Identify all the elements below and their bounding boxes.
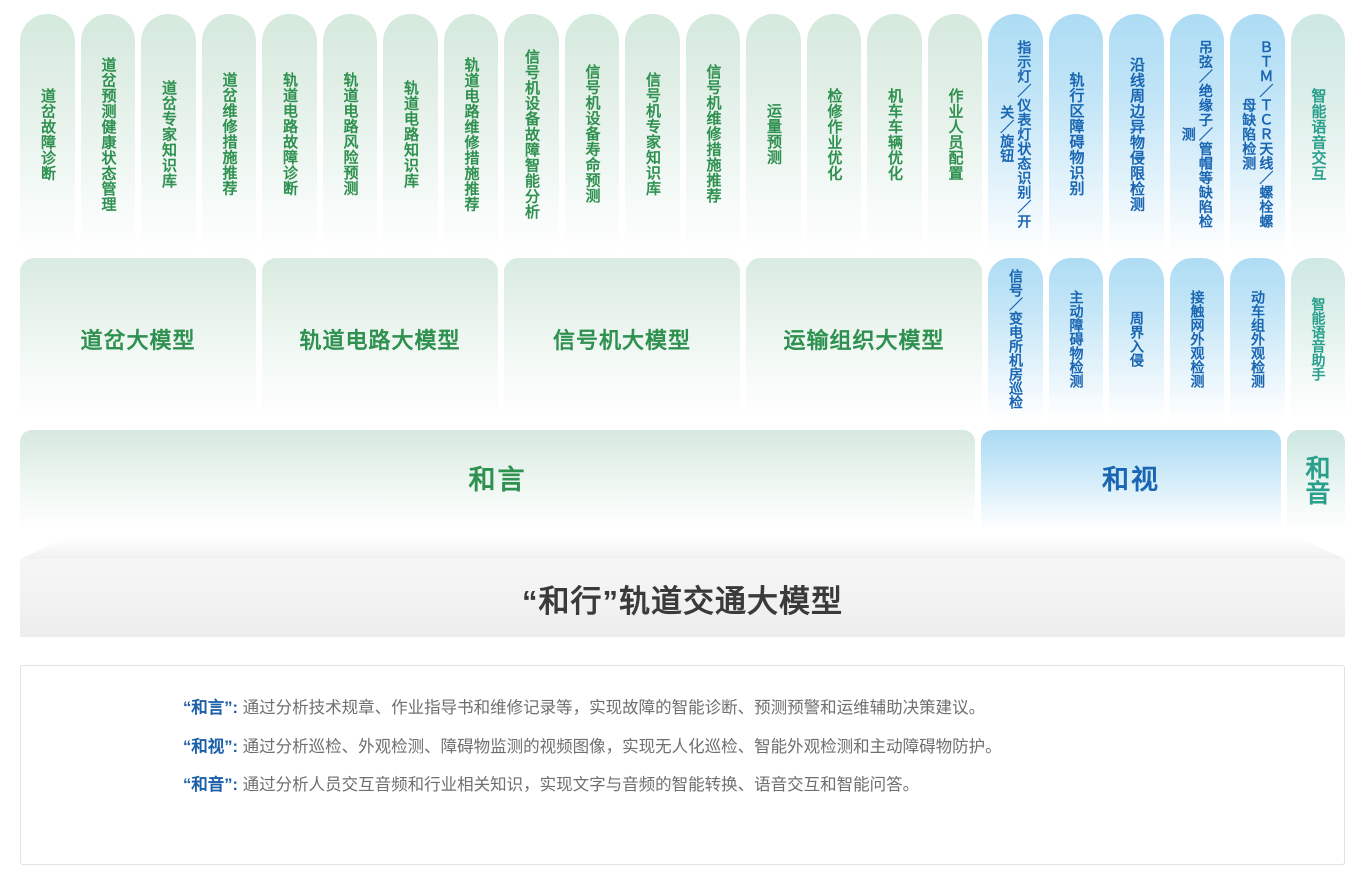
capability-pill-label: 道岔故障诊断 (39, 87, 56, 181)
model-block-row: 道岔大模型 轨道电路大模型 信号机大模型 运输组织大模型 信号／变电所机房巡检 主动障碍物… (20, 258, 1345, 420)
capability-pill-label: 智能语音交互 (1309, 87, 1327, 181)
capability-pill-label: 轨道电路知识库 (402, 79, 419, 189)
model-block-label: 道岔大模型 (80, 328, 196, 353)
legend-line-text: 通过分析技术规章、作业指导书和维修记录等，实现故障的智能诊断、预测预警和运维辅助… (242, 699, 986, 717)
capability-pill-label: 吊弦／绝缘子／管帽等缺陷检测 (1180, 39, 1214, 229)
capability-pill[interactable]: 道岔故障诊断 (20, 14, 75, 254)
platform-band-label: 和言 (468, 464, 527, 495)
capability-pill[interactable]: 沿线周边异物侵限检测 (1109, 14, 1164, 254)
capability-pill[interactable]: 轨道电路风险预测 (322, 14, 377, 254)
platform-band[interactable]: 和言 (20, 430, 975, 530)
capability-pill-label: 沿线周边异物侵限检测 (1128, 56, 1145, 212)
model-narrow-block-label: 周界入侵 (1129, 311, 1145, 367)
capability-pill[interactable]: 运量预测 (746, 14, 801, 254)
capability-pill-label: 信号机维修措施推荐 (704, 64, 722, 204)
capability-pill[interactable]: 检修作业优化 (806, 14, 861, 254)
model-narrow-block[interactable]: 信号／变电所机房巡检 (988, 258, 1043, 420)
platform-band-label: 和音 (1302, 455, 1330, 505)
base-platform-top-face (20, 537, 1345, 559)
legend-line-key: “和言”: (183, 699, 238, 717)
capability-pill[interactable]: 轨道电路知识库 (383, 14, 438, 254)
capability-pill-label: 轨道电路维修措施推荐 (462, 56, 480, 212)
model-narrow-block-label: 动车组外观检测 (1250, 290, 1266, 388)
capability-pill-label: 轨道电路故障诊断 (281, 72, 298, 196)
platform-band-row: 和言 和视 和音 (20, 430, 1345, 530)
capability-pill-label: 信号机设备寿命预测 (583, 64, 601, 204)
capability-pill[interactable]: 轨道电路故障诊断 (262, 14, 317, 254)
model-block[interactable]: 信号机大模型 (504, 258, 740, 420)
model-block[interactable]: 运输组织大模型 (746, 258, 982, 420)
capability-pill-label: 机车车辆优化 (886, 87, 903, 181)
capability-pill-row: 道岔故障诊断 道岔预测健康状态管理 道岔专家知识库 道岔维修措施推荐 轨道电路故障诊断 轨… (20, 14, 1345, 254)
capability-pill[interactable]: 信号机维修措施推荐 (685, 14, 740, 254)
legend-line: “和言”: 通过分析技术规章、作业指导书和维修记录等，实现故障的智能诊断、预测预… (21, 696, 1344, 722)
legend-line-key: “和视”: (183, 737, 238, 756)
model-block[interactable]: 轨道电路大模型 (262, 258, 498, 420)
legend-line: “和视”: 通过分析巡检、外观检测、障碍物监测的视频图像，实现无人化巡检、智能外… (21, 735, 1344, 761)
capability-pill[interactable]: 轨行区障碍物识别 (1048, 14, 1103, 254)
model-narrow-block[interactable]: 动车组外观检测 (1230, 258, 1285, 420)
page-title: “和行”轨道交通大模型 (522, 583, 843, 619)
legend-line-text: 通过分析人员交互音频和行业相关知识，实现文字与音频的智能转换、语音交互和智能问答… (242, 776, 920, 795)
capability-pill-label: 信号机专家知识库 (644, 72, 661, 196)
model-block-label: 信号机大模型 (552, 328, 691, 353)
legend-box: “和言”: 通过分析技术规章、作业指导书和维修记录等，实现故障的智能诊断、预测预… (20, 665, 1345, 865)
capability-pill[interactable]: 机车车辆优化 (867, 14, 922, 254)
capability-pill-label: ＢＴＭ／ＴＣＲ天线／螺栓螺母缺陷检测 (1241, 39, 1275, 229)
model-narrow-block-label: 信号／变电所机房巡检 (1008, 269, 1024, 409)
capability-pill[interactable]: ＢＴＭ／ＴＣＲ天线／螺栓螺母缺陷检测 (1230, 14, 1285, 254)
model-block-label: 轨道电路大模型 (299, 328, 461, 353)
capability-pill-label: 道岔维修措施推荐 (220, 72, 238, 196)
capability-pill-label: 运量预测 (765, 103, 782, 165)
model-narrow-block-label: 主动障碍物检测 (1068, 290, 1085, 388)
capability-pill-label: 指示灯／仪表灯状态识别／开关／旋钮 (999, 39, 1033, 229)
model-narrow-block-label: 接触网外观检测 (1189, 290, 1206, 388)
capability-pill[interactable]: 指示灯／仪表灯状态识别／开关／旋钮 (988, 14, 1043, 254)
capability-pill-label: 道岔预测健康状态管理 (99, 56, 117, 212)
capability-pill[interactable]: 作业人员配置 (927, 14, 982, 254)
capability-pill[interactable]: 智能语音交互 (1290, 14, 1345, 254)
model-narrow-block[interactable]: 主动障碍物检测 (1048, 258, 1103, 420)
platform-band-label: 和视 (1102, 464, 1160, 495)
capability-pill[interactable]: 道岔预测健康状态管理 (80, 14, 135, 254)
capability-pill[interactable]: 信号机设备寿命预测 (564, 14, 619, 254)
model-block[interactable]: 道岔大模型 (20, 258, 256, 420)
platform-band[interactable]: 和视 (981, 430, 1281, 530)
capability-pill-label: 轨道电路风险预测 (341, 72, 359, 196)
capability-pill[interactable]: 道岔维修措施推荐 (201, 14, 256, 254)
capability-pill-label: 道岔专家知识库 (160, 79, 177, 189)
legend-line: “和音”: 通过分析人员交互音频和行业相关知识，实现文字与音频的智能转换、语音交… (21, 773, 1344, 799)
base-platform-front-face: “和行”轨道交通大模型 (20, 559, 1345, 637)
capability-pill-label: 作业人员配置 (946, 87, 964, 181)
legend-line-key: “和音”: (183, 776, 238, 795)
capability-pill-label: 信号机设备故障智能分析 (523, 48, 540, 220)
capability-pill[interactable]: 信号机设备故障智能分析 (504, 14, 559, 254)
capability-pill-label: 检修作业优化 (825, 87, 843, 181)
capability-pill-label: 轨行区障碍物识别 (1067, 72, 1085, 196)
capability-pill[interactable]: 轨道电路维修措施推荐 (443, 14, 498, 254)
base-platform: “和行”轨道交通大模型 (20, 537, 1345, 637)
model-narrow-block[interactable]: 周界入侵 (1109, 258, 1164, 420)
capability-pill[interactable]: 吊弦／绝缘子／管帽等缺陷检测 (1169, 14, 1224, 254)
platform-band[interactable]: 和音 (1287, 430, 1345, 530)
model-narrow-block-label: 智能语音助手 (1310, 297, 1327, 381)
legend-line-text: 通过分析巡检、外观检测、障碍物监测的视频图像，实现无人化巡检、智能外观检测和主动… (242, 737, 1002, 756)
model-narrow-block[interactable]: 接触网外观检测 (1169, 258, 1224, 420)
model-narrow-block[interactable]: 智能语音助手 (1290, 258, 1345, 420)
model-block-label: 运输组织大模型 (783, 328, 945, 353)
capability-pill[interactable]: 信号机专家知识库 (625, 14, 680, 254)
capability-pill[interactable]: 道岔专家知识库 (141, 14, 196, 254)
